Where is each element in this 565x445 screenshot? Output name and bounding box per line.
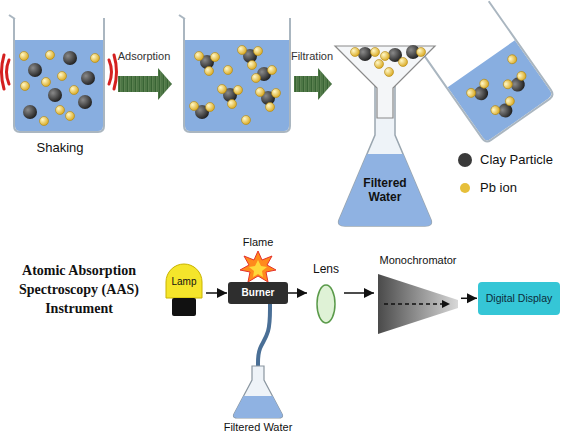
legend-entry: Clay Particle — [458, 152, 553, 167]
process-arrow — [294, 68, 332, 100]
beam-arrow — [344, 292, 374, 294]
step-label: Filtration — [291, 50, 333, 63]
digital-display: Digital Display — [478, 282, 560, 315]
sample-tube — [258, 304, 270, 366]
beaker-glass — [420, 1, 555, 143]
monochromator-label: Monochromator — [379, 254, 456, 267]
beaker-shaking — [9, 15, 104, 132]
burner-label: Burner — [242, 282, 275, 304]
sample-flask-label: Filtered Water — [224, 421, 293, 434]
particles — [20, 51, 100, 126]
flame: Flame — [234, 236, 282, 282]
digital-display-label: Digital Display — [486, 292, 553, 305]
lamp: Lamp — [162, 262, 206, 318]
beaker-lip — [179, 15, 185, 19]
step-label: Adsorption — [118, 50, 171, 63]
step-label: Shaking — [37, 140, 84, 156]
water — [15, 40, 103, 131]
sample-flask-shape — [216, 366, 300, 418]
legend-swatch — [458, 153, 472, 167]
legend-text: Clay Particle — [480, 152, 553, 167]
filter-flask-label: Filtered Water — [355, 176, 415, 204]
lens-label: Lens — [313, 262, 339, 276]
legend-text: Pb ion — [480, 180, 517, 195]
burner: Burner — [228, 282, 288, 304]
flame-label: Flame — [243, 236, 274, 249]
lamp-shape — [162, 262, 206, 318]
legend-swatch — [460, 183, 470, 193]
shake-marks — [2, 55, 117, 89]
beaker-pouring — [414, 0, 555, 146]
water — [185, 40, 289, 131]
water — [448, 40, 554, 142]
legend-entry: Pb ion — [458, 180, 517, 195]
beaker-glass — [14, 18, 104, 132]
particles — [463, 53, 542, 129]
filter-flask: Filtered Water — [333, 40, 437, 230]
beaker-lip — [9, 15, 15, 19]
sample-flask: Filtered Water — [216, 366, 300, 440]
lamp-label: Lamp — [171, 276, 196, 288]
beam-arrow — [461, 298, 477, 300]
monochromator: Monochromator — [375, 252, 461, 334]
instrument-title: Atomic Absorption Spectroscopy (AAS) Ins… — [4, 262, 154, 319]
beam-arrow — [288, 292, 307, 294]
beaker-glass — [184, 18, 290, 132]
particles — [190, 46, 281, 125]
beaker-adsorbed — [179, 15, 290, 132]
beam-arrow — [206, 292, 227, 294]
process-arrow — [118, 68, 172, 100]
lens: Lens — [308, 262, 344, 324]
